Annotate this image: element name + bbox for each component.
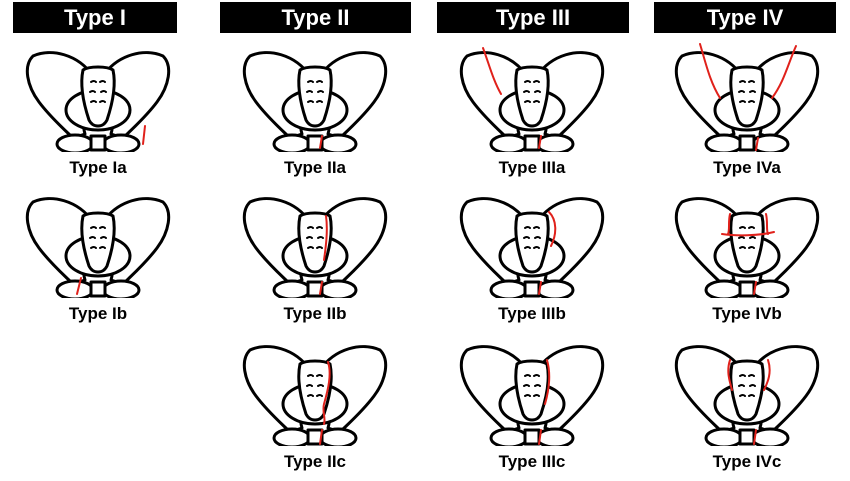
pelvis-diagram (25, 197, 171, 298)
diagram-cell-iia: Type IIa (240, 40, 390, 177)
diagram-cell-iiib: Type IIIb (457, 186, 607, 323)
diagram-label: Type IIIa (498, 158, 566, 177)
column-header: Type I (13, 2, 177, 33)
column-type-i: Type I Type Ia Type Ib (0, 0, 196, 481)
diagram-label: Type IIIb (498, 304, 566, 323)
diagram-label: Type Ia (69, 158, 127, 177)
diagram-label: Type IIc (283, 452, 347, 471)
diagram-cell-iib: Type IIb (240, 186, 390, 323)
diagram-label: Type IIa (283, 158, 347, 177)
diagram-cell-ivb: Type IVb (672, 186, 822, 323)
diagram-cell-ivc: Type IVc (672, 334, 822, 471)
diagram-label: Type Ib (68, 304, 128, 323)
diagram-label: Type IIb (283, 304, 347, 323)
column-type-iv: Type IV Type IVa Type IVb Type IVc (654, 0, 850, 481)
column-header: Type IV (654, 2, 836, 33)
pelvis-diagram (459, 47, 605, 152)
column-header: Type II (220, 2, 411, 33)
column-header: Type III (437, 2, 629, 33)
pelvis-diagram (242, 345, 388, 446)
diagram-label: Type IVc (712, 452, 782, 471)
pelvis-diagram (459, 197, 605, 298)
pelvis-diagram (242, 51, 388, 152)
diagram-label: Type IIIc (498, 452, 566, 471)
pelvis-diagram (674, 197, 820, 298)
diagram-cell-iva: Type IVa (672, 40, 822, 177)
diagram-label: Type IVa (713, 158, 781, 177)
column-type-iii: Type III Type IIIa Type IIIb Type IIIc (437, 0, 633, 481)
diagram-cell-ib: Type Ib (23, 186, 173, 323)
diagram-cell-iic: Type IIc (240, 334, 390, 471)
diagram-cell-iiic: Type IIIc (457, 334, 607, 471)
pelvis-diagram (674, 345, 820, 446)
pelvis-diagram (242, 197, 388, 298)
pelvis-diagram (25, 51, 171, 152)
pelvis-diagram (459, 345, 605, 446)
diagram-cell-ia: Type Ia (23, 40, 173, 177)
diagram-label: Type IVb (712, 304, 782, 323)
diagram-cell-iiia: Type IIIa (457, 40, 607, 177)
pelvis-diagram (674, 43, 820, 152)
column-type-ii: Type II Type IIa Type IIb Type IIc (220, 0, 416, 481)
